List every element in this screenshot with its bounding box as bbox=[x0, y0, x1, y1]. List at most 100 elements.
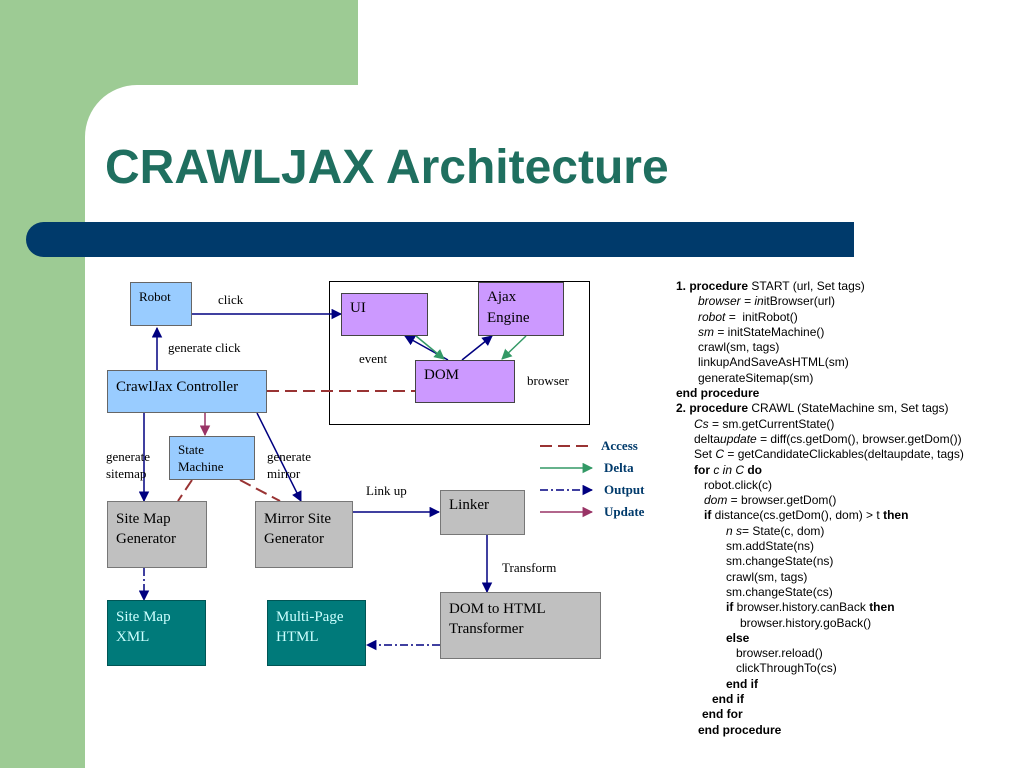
crawl-algorithm-pseudocode: 1. procedure START (url, Set tags)browse… bbox=[676, 279, 1016, 738]
edge-label-generate-click: generate click bbox=[168, 340, 241, 355]
algorithm-token: distance(cs.getDom(), dom) > t bbox=[711, 508, 884, 523]
edge-label-event: event bbox=[359, 351, 388, 366]
dom-to-html-transformer-node: DOM to HTML Transformer bbox=[440, 592, 601, 659]
algorithm-token: sm.addState(ns) bbox=[726, 539, 815, 554]
algorithm-line: 1. procedure START (url, Set tags) bbox=[676, 279, 1016, 294]
algorithm-token: CRAWL (StateMachine sm, Set tags) bbox=[748, 401, 949, 416]
algorithm-line: sm.changeState(cs) bbox=[676, 585, 1016, 600]
crawljax-controller-label: CrawlJax Controller bbox=[116, 379, 239, 395]
algorithm-token: = diff(cs.getDom(), browser.getDom()) bbox=[756, 431, 962, 446]
crawljax-controller-node: CrawlJax Controller bbox=[107, 370, 267, 413]
dom-to-html-label-line1: DOM to HTML bbox=[449, 601, 546, 617]
edge-label-transform: Transform bbox=[502, 560, 557, 575]
algorithm-line: crawl(sm, tags) bbox=[676, 570, 1016, 585]
algorithm-token: crawl(sm, tags) bbox=[726, 569, 808, 584]
algorithm-token: c in C bbox=[710, 462, 745, 477]
algorithm-line: 2. procedure CRAWL (StateMachine sm, Set… bbox=[676, 401, 1016, 416]
algorithm-token: initRobot() bbox=[739, 309, 798, 324]
algorithm-token: = getCandidateClickables(deltaupdate, ta… bbox=[724, 447, 964, 462]
algorithm-token: update bbox=[720, 431, 757, 446]
mirror-site-generator-label-line1: Mirror Site bbox=[264, 511, 332, 527]
site-map-generator-label-line2: Generator bbox=[116, 531, 176, 547]
algorithm-line: sm = initStateMachine() bbox=[676, 325, 1016, 340]
algorithm-line: else bbox=[676, 631, 1016, 646]
dom-label: DOM bbox=[424, 367, 460, 383]
algorithm-token: robot = bbox=[698, 309, 740, 324]
algorithm-token: n s bbox=[726, 523, 743, 538]
edge-ajax-delta-dom bbox=[501, 335, 527, 360]
algorithm-token: Cs bbox=[694, 416, 709, 431]
edge-label-generate-mirror-line2: mirror bbox=[267, 466, 301, 481]
algorithm-token: end if bbox=[712, 692, 744, 707]
ajax-engine-label-line1: Ajax bbox=[487, 289, 517, 305]
algorithm-token: end if bbox=[726, 676, 758, 691]
algorithm-token: end procedure bbox=[676, 386, 760, 401]
algorithm-line: end procedure bbox=[676, 723, 1016, 738]
algorithm-line: Set C = getCandidateClickables(deltaupda… bbox=[676, 447, 1016, 462]
algorithm-token: = initStateMachine() bbox=[714, 324, 825, 339]
algorithm-token: itBrowser(url) bbox=[763, 294, 836, 309]
algorithm-line: n s= State(c, dom) bbox=[676, 524, 1016, 539]
algorithm-token: = sm.getCurrentState() bbox=[708, 416, 835, 431]
algorithm-line: generateSitemap(sm) bbox=[676, 371, 1016, 386]
algorithm-line: linkupAndSaveAsHTML(sm) bbox=[676, 355, 1016, 370]
algorithm-line: Cs = sm.getCurrentState() bbox=[676, 417, 1016, 432]
dom-to-html-label-line2: Transformer bbox=[449, 621, 524, 637]
algorithm-line: clickThroughTo(cs) bbox=[676, 661, 1016, 676]
site-map-xml-label-line2: XML bbox=[116, 629, 150, 645]
edge-label-click: click bbox=[218, 292, 244, 307]
algorithm-line: browser.history.goBack() bbox=[676, 616, 1016, 631]
legend-update-label: Update bbox=[604, 504, 645, 519]
algorithm-line: end if bbox=[676, 677, 1016, 692]
algorithm-token: Set bbox=[694, 447, 716, 462]
algorithm-line: end procedure bbox=[676, 386, 1016, 401]
algorithm-line: browser = initBrowser(url) bbox=[676, 294, 1016, 309]
algorithm-token: end procedure bbox=[698, 722, 782, 737]
algorithm-token: sm.changeState(cs) bbox=[726, 584, 833, 599]
edge-label-generate-sitemap-line1: generate bbox=[106, 449, 151, 464]
legend-access-label: Access bbox=[601, 438, 638, 453]
state-machine-label-line1: State bbox=[178, 442, 204, 457]
algorithm-token: = State(c, dom) bbox=[742, 523, 825, 538]
algorithm-line: sm.addState(ns) bbox=[676, 539, 1016, 554]
site-map-generator-label-line1: Site Map bbox=[116, 511, 171, 527]
algorithm-line: for c in C do bbox=[676, 463, 1016, 478]
algorithm-token: else bbox=[726, 630, 750, 645]
algorithm-token: delta bbox=[694, 431, 721, 446]
algorithm-line: crawl(sm, tags) bbox=[676, 340, 1016, 355]
edge-controller-generate-mirror bbox=[256, 412, 302, 502]
algorithm-token: 1. procedure bbox=[676, 279, 749, 293]
algorithm-token: generateSitemap(sm) bbox=[698, 370, 814, 385]
algorithm-line: robot.click(c) bbox=[676, 478, 1016, 493]
edge-statemachine-access-mirrorgen bbox=[239, 479, 281, 502]
algorithm-token: browser = in bbox=[698, 294, 764, 309]
robot-node: Robot bbox=[130, 282, 192, 326]
algorithm-token: robot.click(c) bbox=[704, 477, 773, 492]
title-underline-bar bbox=[26, 222, 854, 257]
algorithm-line: end for bbox=[676, 707, 1016, 722]
multi-page-html-label-line1: Multi-Page bbox=[276, 609, 344, 625]
algorithm-token: if bbox=[704, 508, 712, 523]
edge-label-link-up: Link up bbox=[366, 483, 407, 498]
algorithm-token: sm.changeState(ns) bbox=[726, 554, 834, 569]
algorithm-token: then bbox=[869, 600, 895, 615]
legend-output-label: Output bbox=[604, 482, 645, 497]
algorithm-token: clickThroughTo(cs) bbox=[736, 661, 837, 676]
algorithm-token: for bbox=[694, 462, 710, 477]
ui-label: UI bbox=[350, 300, 366, 316]
algorithm-token: end for bbox=[702, 707, 743, 722]
algorithm-token: sm bbox=[698, 324, 714, 339]
algorithm-token: browser.reload() bbox=[736, 646, 823, 661]
algorithm-token: if bbox=[726, 600, 734, 615]
algorithm-token: then bbox=[883, 508, 909, 523]
algorithm-line: sm.changeState(ns) bbox=[676, 554, 1016, 569]
state-machine-label-line2: Machine bbox=[178, 459, 224, 474]
algorithm-token: START (url, Set tags) bbox=[748, 279, 865, 293]
robot-label: Robot bbox=[139, 289, 171, 304]
linker-label: Linker bbox=[449, 497, 489, 513]
